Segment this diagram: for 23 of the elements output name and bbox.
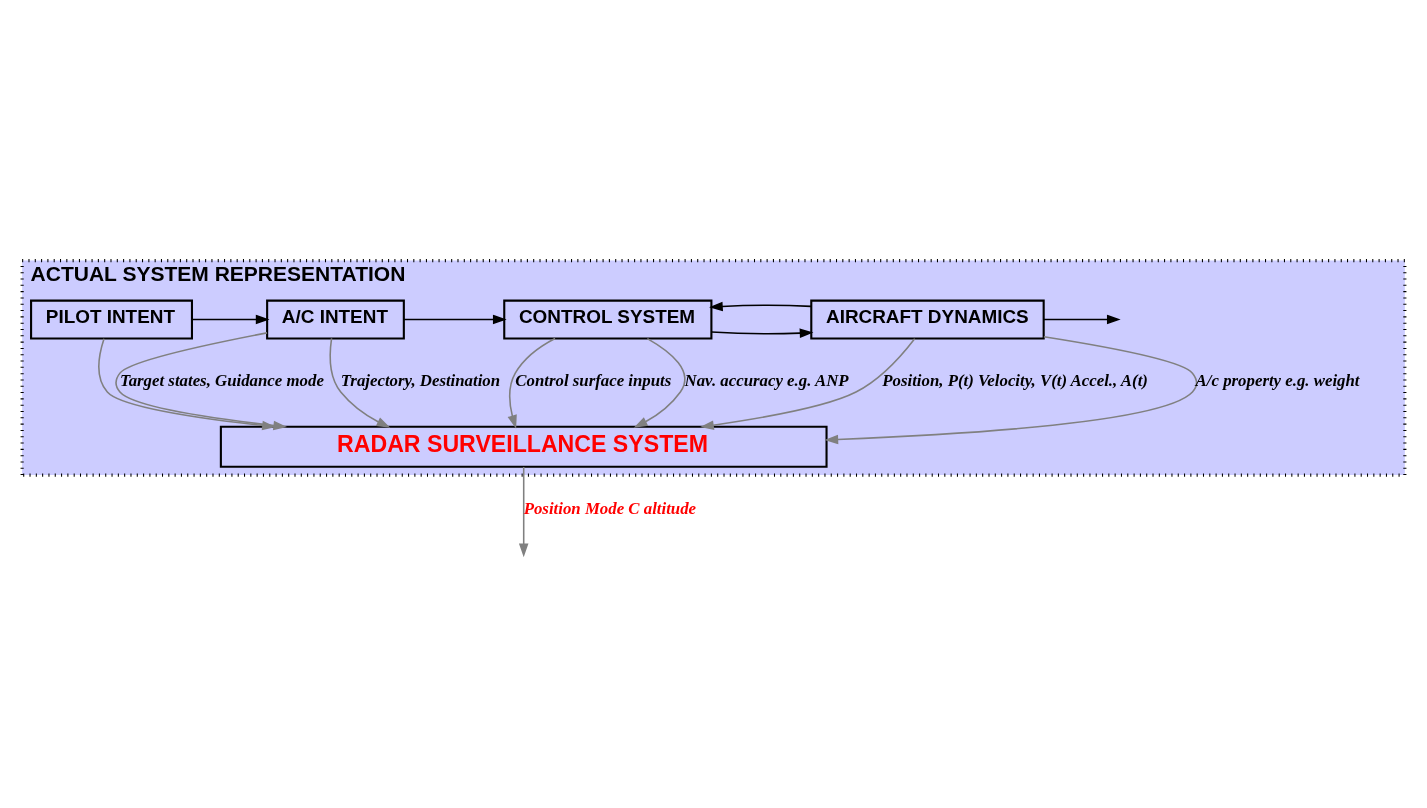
arrow (518, 466, 529, 558)
edge-label: Trajectory, Destination (340, 370, 501, 390)
arrow (329, 337, 391, 428)
arrow (191, 314, 270, 325)
arrow (710, 328, 814, 338)
edge-label: Position Mode C altitude (523, 498, 697, 518)
node-box: RADAR SURVEILLANCE SYSTEM (219, 425, 828, 468)
edge-label: Target states, Guidance mode (119, 370, 324, 390)
edge-label: Nav. accuracy e.g. ANP (684, 370, 849, 390)
node-box: A/C INTENT (266, 299, 405, 340)
arrow (700, 337, 916, 430)
node-box: AIRCRAFT DYNAMICS (810, 299, 1045, 340)
arrow (824, 335, 1198, 445)
arrow (507, 337, 556, 429)
node-box: PILOT INTENT (30, 299, 193, 340)
node-box: CONTROL SYSTEM (503, 299, 713, 340)
edge-label: Control surface inputs (515, 370, 672, 390)
arrow (633, 337, 686, 428)
arrow (709, 301, 812, 312)
edge-label: Position, P(t) Velocity, V(t) Accel., A(t) (882, 370, 1148, 390)
arrow (1042, 314, 1121, 325)
edge-label: A/c property e.g. weight (1195, 370, 1360, 390)
arrow (403, 314, 507, 325)
